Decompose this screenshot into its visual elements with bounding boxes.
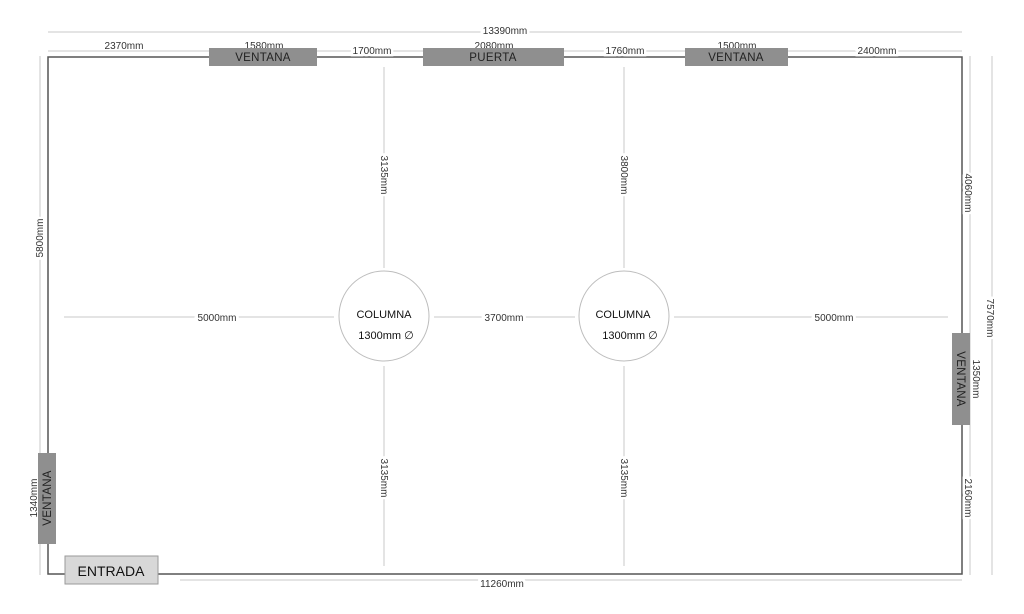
top-window-2-label: VENTANA — [708, 52, 764, 64]
column-2 — [578, 270, 670, 362]
top-segment-3: 1760mm — [606, 46, 645, 57]
right-window-label: VENTANA — [954, 351, 966, 407]
bottom-dimension: 11260mm — [480, 579, 524, 590]
top-window-2 — [685, 48, 788, 66]
top-window-1 — [209, 48, 317, 66]
col-between-dimension: 3700mm — [485, 313, 524, 324]
top-window-1-width: 1580mm — [245, 41, 284, 52]
total-top-dimension: 13390mm — [483, 26, 527, 37]
col1-up-dimension: 3135mm — [378, 156, 389, 195]
col-left-dimension: 5000mm — [198, 313, 237, 324]
right-lower-dimension: 2160mm — [962, 479, 973, 518]
top-door-width: 2080mm — [475, 41, 514, 52]
left-window-label: VENTANA — [42, 470, 54, 526]
entrance-label: ENTRADA — [78, 563, 146, 579]
column-2-label: COLUMNA — [595, 309, 651, 321]
right-window — [952, 333, 970, 425]
top-segment-2: 1700mm — [353, 46, 392, 57]
column-2-diameter: 1300mm ∅ — [602, 330, 657, 342]
left-window — [38, 453, 56, 544]
right-total-dimension: 7570mm — [984, 299, 995, 338]
col-right-dimension: 5000mm — [815, 313, 854, 324]
right-upper-dimension: 4060mm — [962, 174, 973, 213]
top-segment-4: 2400mm — [858, 46, 897, 57]
column-1-diameter: 1300mm ∅ — [358, 330, 413, 342]
column-1 — [338, 270, 430, 362]
top-segment-1: 2370mm — [105, 41, 144, 52]
col2-up-dimension: 3800mm — [618, 156, 629, 195]
left-window-width: 1340mm — [29, 479, 40, 518]
entrance-box — [64, 555, 159, 585]
col2-down-dimension: 3135mm — [618, 459, 629, 498]
left-height-dimension: 5800mm — [35, 219, 46, 258]
top-window-2-width: 1500mm — [718, 41, 757, 52]
col1-down-dimension: 3135mm — [378, 459, 389, 498]
top-door-label: PUERTA — [469, 52, 516, 64]
top-window-1-label: VENTANA — [235, 52, 291, 64]
column-1-label: COLUMNA — [356, 309, 412, 321]
right-window-width: 1350mm — [970, 360, 981, 399]
top-door — [423, 48, 564, 66]
